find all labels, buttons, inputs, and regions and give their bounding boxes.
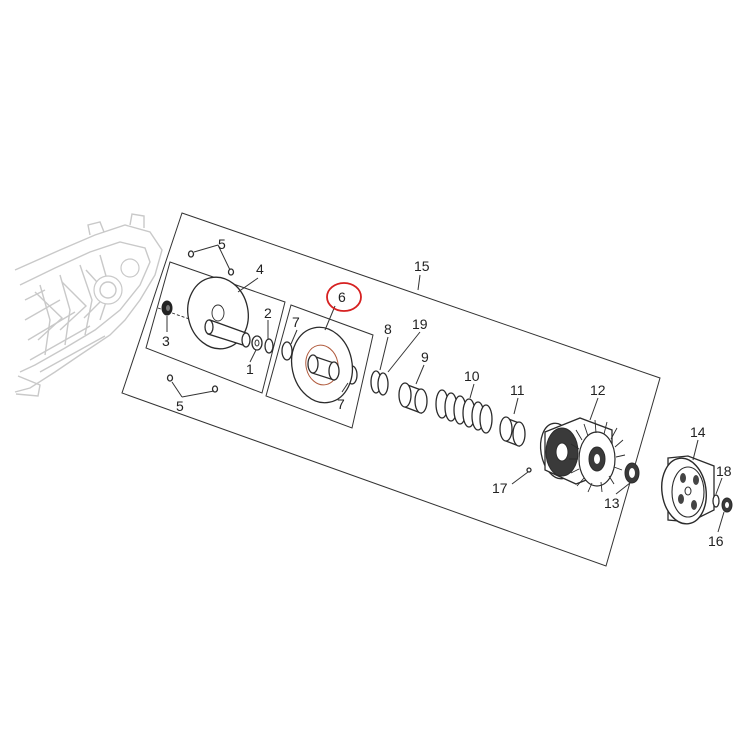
part-5-bolts	[166, 250, 235, 393]
callout-labels: 1 2 3 4 5 5 6 7 7 8 9 10 11 12 13 14 15 …	[162, 236, 732, 549]
callout-14: 14	[690, 424, 706, 440]
callout-9: 9	[421, 349, 429, 365]
part-1-bushing	[251, 335, 263, 351]
callout-10: 10	[464, 368, 480, 384]
highlight-circle	[326, 282, 362, 312]
callout-18: 18	[716, 463, 732, 479]
leader-lines	[166, 244, 725, 533]
assembly-frame-6	[265, 304, 374, 429]
callout-4: 4	[256, 261, 264, 277]
part-3-nut	[161, 300, 173, 316]
assembly-frame-15	[121, 212, 661, 567]
part-6-movable-pulley	[290, 326, 354, 404]
part-13-nut	[624, 462, 640, 484]
part-9-sleeve	[398, 382, 428, 414]
callout-16: 16	[708, 533, 724, 549]
part-16-nut	[721, 497, 733, 513]
part-2-washer	[264, 338, 274, 354]
part-11-sleeve	[499, 416, 526, 447]
callout-8: 8	[384, 321, 392, 337]
part-8-rings	[370, 370, 389, 396]
callout-12: 12	[590, 382, 606, 398]
part-12-clutch	[539, 417, 626, 493]
part-14-clutch-bell	[661, 455, 715, 525]
part-10-spring	[435, 389, 493, 434]
assembly-frame-4	[145, 261, 286, 394]
callout-11: 11	[510, 382, 525, 398]
callout-7-right: 7	[337, 396, 345, 412]
callout-2: 2	[264, 305, 272, 321]
part-17-pin	[526, 467, 532, 473]
callout-13: 13	[604, 495, 620, 511]
callout-5-bottom: 5	[176, 398, 184, 414]
callout-1: 1	[246, 361, 254, 377]
callout-5-top: 5	[218, 236, 226, 252]
callout-6: 6	[338, 289, 346, 305]
part-18-washer	[712, 494, 720, 508]
callout-7-left: 7	[292, 314, 300, 330]
callout-15: 15	[414, 258, 430, 274]
part-4-fixed-pulley	[187, 276, 251, 350]
callout-3: 3	[162, 333, 170, 349]
callout-17: 17	[492, 480, 508, 496]
crankcase-housing	[14, 213, 163, 397]
callout-19: 19	[412, 316, 428, 332]
